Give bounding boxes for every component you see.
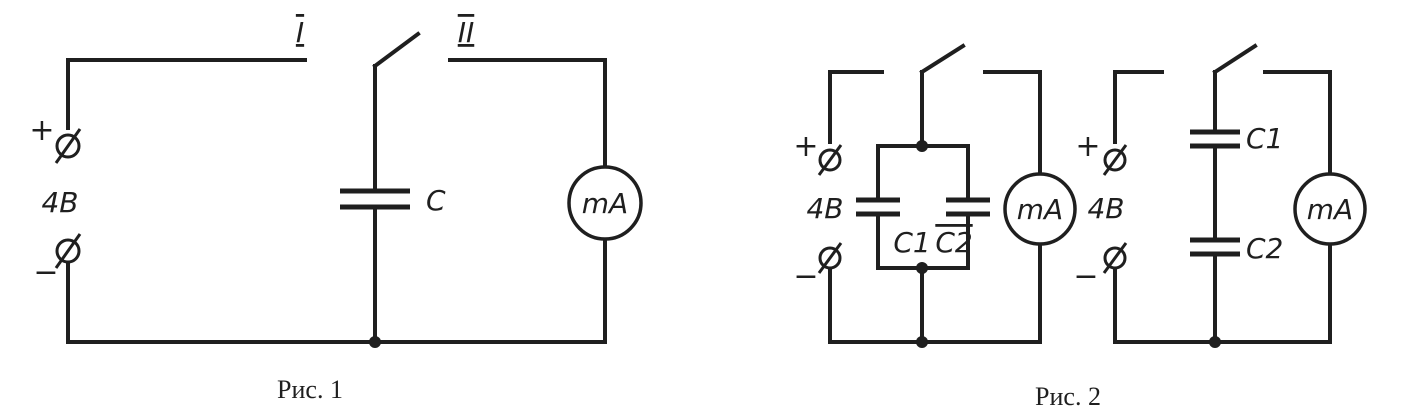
fig2b-switch-blade bbox=[1212, 43, 1258, 75]
fig1-minus-sign: − bbox=[33, 255, 58, 290]
fig1-wire-meter-top bbox=[448, 58, 607, 176]
fig2a-minus-sign: − bbox=[793, 259, 818, 294]
fig2a-wire-top-left bbox=[828, 70, 884, 144]
fig2b-milliammeter bbox=[1293, 172, 1367, 246]
fig1-voltage-label: 4В bbox=[41, 186, 78, 219]
fig2a-meter-label: mA bbox=[1017, 193, 1063, 226]
fig1-position-1-label: I bbox=[296, 16, 304, 49]
fig1-junction-node bbox=[369, 336, 381, 348]
fig2b-node-bottom bbox=[1209, 336, 1221, 348]
fig2a-c1-label: C1 bbox=[893, 226, 930, 259]
fig2a-terminal-minus-slash bbox=[817, 242, 843, 274]
fig1-switch-blade bbox=[372, 31, 421, 69]
fig1-terminal-minus-slash bbox=[54, 233, 82, 269]
fig2a-c2-label: C2 bbox=[935, 226, 972, 259]
fig2b-terminal-minus-slash bbox=[1102, 242, 1128, 274]
fig1-milliammeter bbox=[567, 165, 643, 241]
fig2a-node-top bbox=[916, 140, 928, 152]
fig2a-plus-sign: + bbox=[793, 129, 818, 164]
fig2a-wire-meter-top bbox=[983, 70, 1042, 176]
fig1-terminal-plus-slash bbox=[54, 128, 82, 164]
fig2b-c2-label: C2 bbox=[1246, 232, 1283, 265]
fig2a-parallel-branch-right bbox=[920, 144, 970, 270]
figure-2-parallel: mA + − 4В C1 C2 bbox=[793, 43, 1077, 348]
fig2a-voltage-label: 4В bbox=[806, 192, 843, 225]
fig2-caption: Рис. 2 bbox=[1035, 382, 1101, 411]
fig1-capacitor-label: C bbox=[426, 184, 446, 217]
fig1-wire-left-bottom bbox=[66, 230, 607, 344]
fig2b-voltage-label: 4В bbox=[1087, 192, 1124, 225]
fig2b-plus-sign: + bbox=[1075, 129, 1100, 164]
fig2b-terminal-plus-slash bbox=[1102, 144, 1128, 176]
fig1-position-2-label: II bbox=[458, 16, 475, 49]
fig2b-meter-label: mA bbox=[1307, 193, 1353, 226]
fig2a-wire-left-bottom bbox=[828, 242, 1042, 344]
figure-1: mA + − 4В C I II Рис. 1 bbox=[29, 16, 643, 404]
fig1-meter-label: mA bbox=[582, 187, 628, 220]
fig2a-parallel-branch-left bbox=[876, 144, 924, 270]
fig2a-terminal-plus-slash bbox=[817, 144, 843, 176]
fig2a-node-middle bbox=[916, 262, 928, 274]
fig2b-c1-label: C1 bbox=[1246, 122, 1283, 155]
fig1-plus-sign: + bbox=[29, 113, 54, 148]
fig2b-minus-sign: − bbox=[1073, 259, 1098, 294]
fig1-wire-top-left bbox=[66, 58, 307, 130]
fig2b-wire-top-left bbox=[1113, 70, 1164, 144]
figure-2-series: mA + − 4В C1 C2 bbox=[1073, 43, 1367, 348]
fig2a-switch-blade bbox=[919, 43, 966, 75]
fig1-caption: Рис. 1 bbox=[277, 375, 343, 404]
fig2b-wire-meter-top bbox=[1263, 70, 1332, 176]
fig2b-wire-left-bottom bbox=[1113, 242, 1332, 344]
fig2a-node-bottom bbox=[916, 336, 928, 348]
fig2a-milliammeter bbox=[1003, 172, 1077, 246]
